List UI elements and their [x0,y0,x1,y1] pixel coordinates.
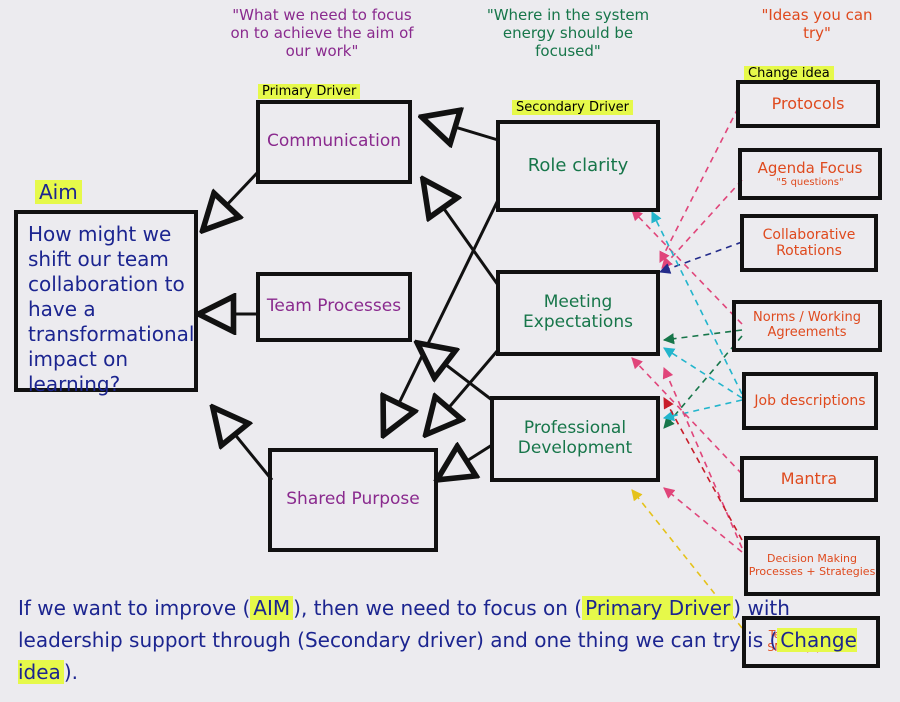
statement-part-3: ) with leadership support through ( [18,596,790,652]
change-idea-protocols: Protocols [736,80,880,128]
statement-primary-driver: Primary Driver [582,596,734,620]
dash-norms-to-meeting [662,329,743,345]
dash-mantra [631,357,743,475]
secondary-driver-role-clarity: Role clarity [496,120,660,212]
dash-protocols [659,107,739,263]
change-idea-header: Change idea [744,66,834,81]
change-idea-mantra: Mantra [740,456,878,502]
arrow-professional-to-shared-purpose [440,445,493,478]
dash-job-descriptions-to-professional [662,399,743,422]
change-idea-job-descriptions: Job descriptions [742,372,878,430]
primary-driver-quote: "What we need to focus on to achieve the… [230,6,414,60]
improvement-statement: If we want to improve (AIM), then we nee… [18,592,888,688]
primary-driver-communication: Communication [256,100,412,184]
arrow-role-clarity-to-communication [425,118,499,140]
dash-job-descriptions-to-meeting [663,347,743,399]
arrow-meeting-to-shared-purpose [428,349,500,432]
statement-part-4: ) and one thing we can try is ( [476,628,778,652]
change-idea-quote: "Ideas you can try" [761,6,873,42]
statement-secondary-driver: Secondary driver [304,628,477,652]
arrow-meeting-to-communication [425,182,500,286]
secondary-driver-meeting-expectations: Meeting Expectations [496,270,660,356]
change-idea-norms-working-agreements: Norms / Working Agreements [732,300,882,352]
dash-team-purpose [631,489,743,629]
aim-header: Aim [35,180,82,204]
change-idea-collaborative-rotations: Collaborative Rotations [740,214,878,272]
statement-part-2: ), then we need to focus on ( [293,596,583,620]
primary-driver-shared-purpose: Shared Purpose [268,448,438,552]
arrow-professional-to-team-processes [420,345,493,402]
primary-driver-header: Primary Driver [258,84,361,99]
dash-norms-to-role [631,209,743,325]
statement-part-1: If we want to improve ( [18,596,251,620]
secondary-driver-professional-development: Professional Development [490,396,660,482]
change-idea-decision-making: Decision Making Processes + Strategies [744,536,880,596]
dash-decision-making-to-professional-red [663,397,743,541]
dash-agenda-focus [661,179,743,269]
statement-part-5: ). [63,660,78,684]
arrow-shared-purpose-to-aim [215,410,274,481]
dash-decision-making-to-professional [663,487,743,553]
dash-norms-to-professional [663,335,743,429]
primary-driver-team-processes: Team Processes [256,272,412,342]
change-idea-agenda-focus: Agenda Focus "5 questions" [738,148,882,200]
dash-collaborative-rotations [658,241,743,274]
dash-job-descriptions-to-role [651,210,743,395]
agenda-focus-note: "5 questions" [776,176,844,188]
aim-box: How might we shift our team collaboratio… [14,210,198,396]
statement-aim: AIM [250,596,294,620]
arrow-communication-to-aim [205,170,260,228]
arrow-role-clarity-to-shared-purpose [385,199,500,432]
secondary-driver-quote: "Where in the system energy should be fo… [486,6,650,60]
secondary-driver-header: Secondary Driver [512,100,633,115]
